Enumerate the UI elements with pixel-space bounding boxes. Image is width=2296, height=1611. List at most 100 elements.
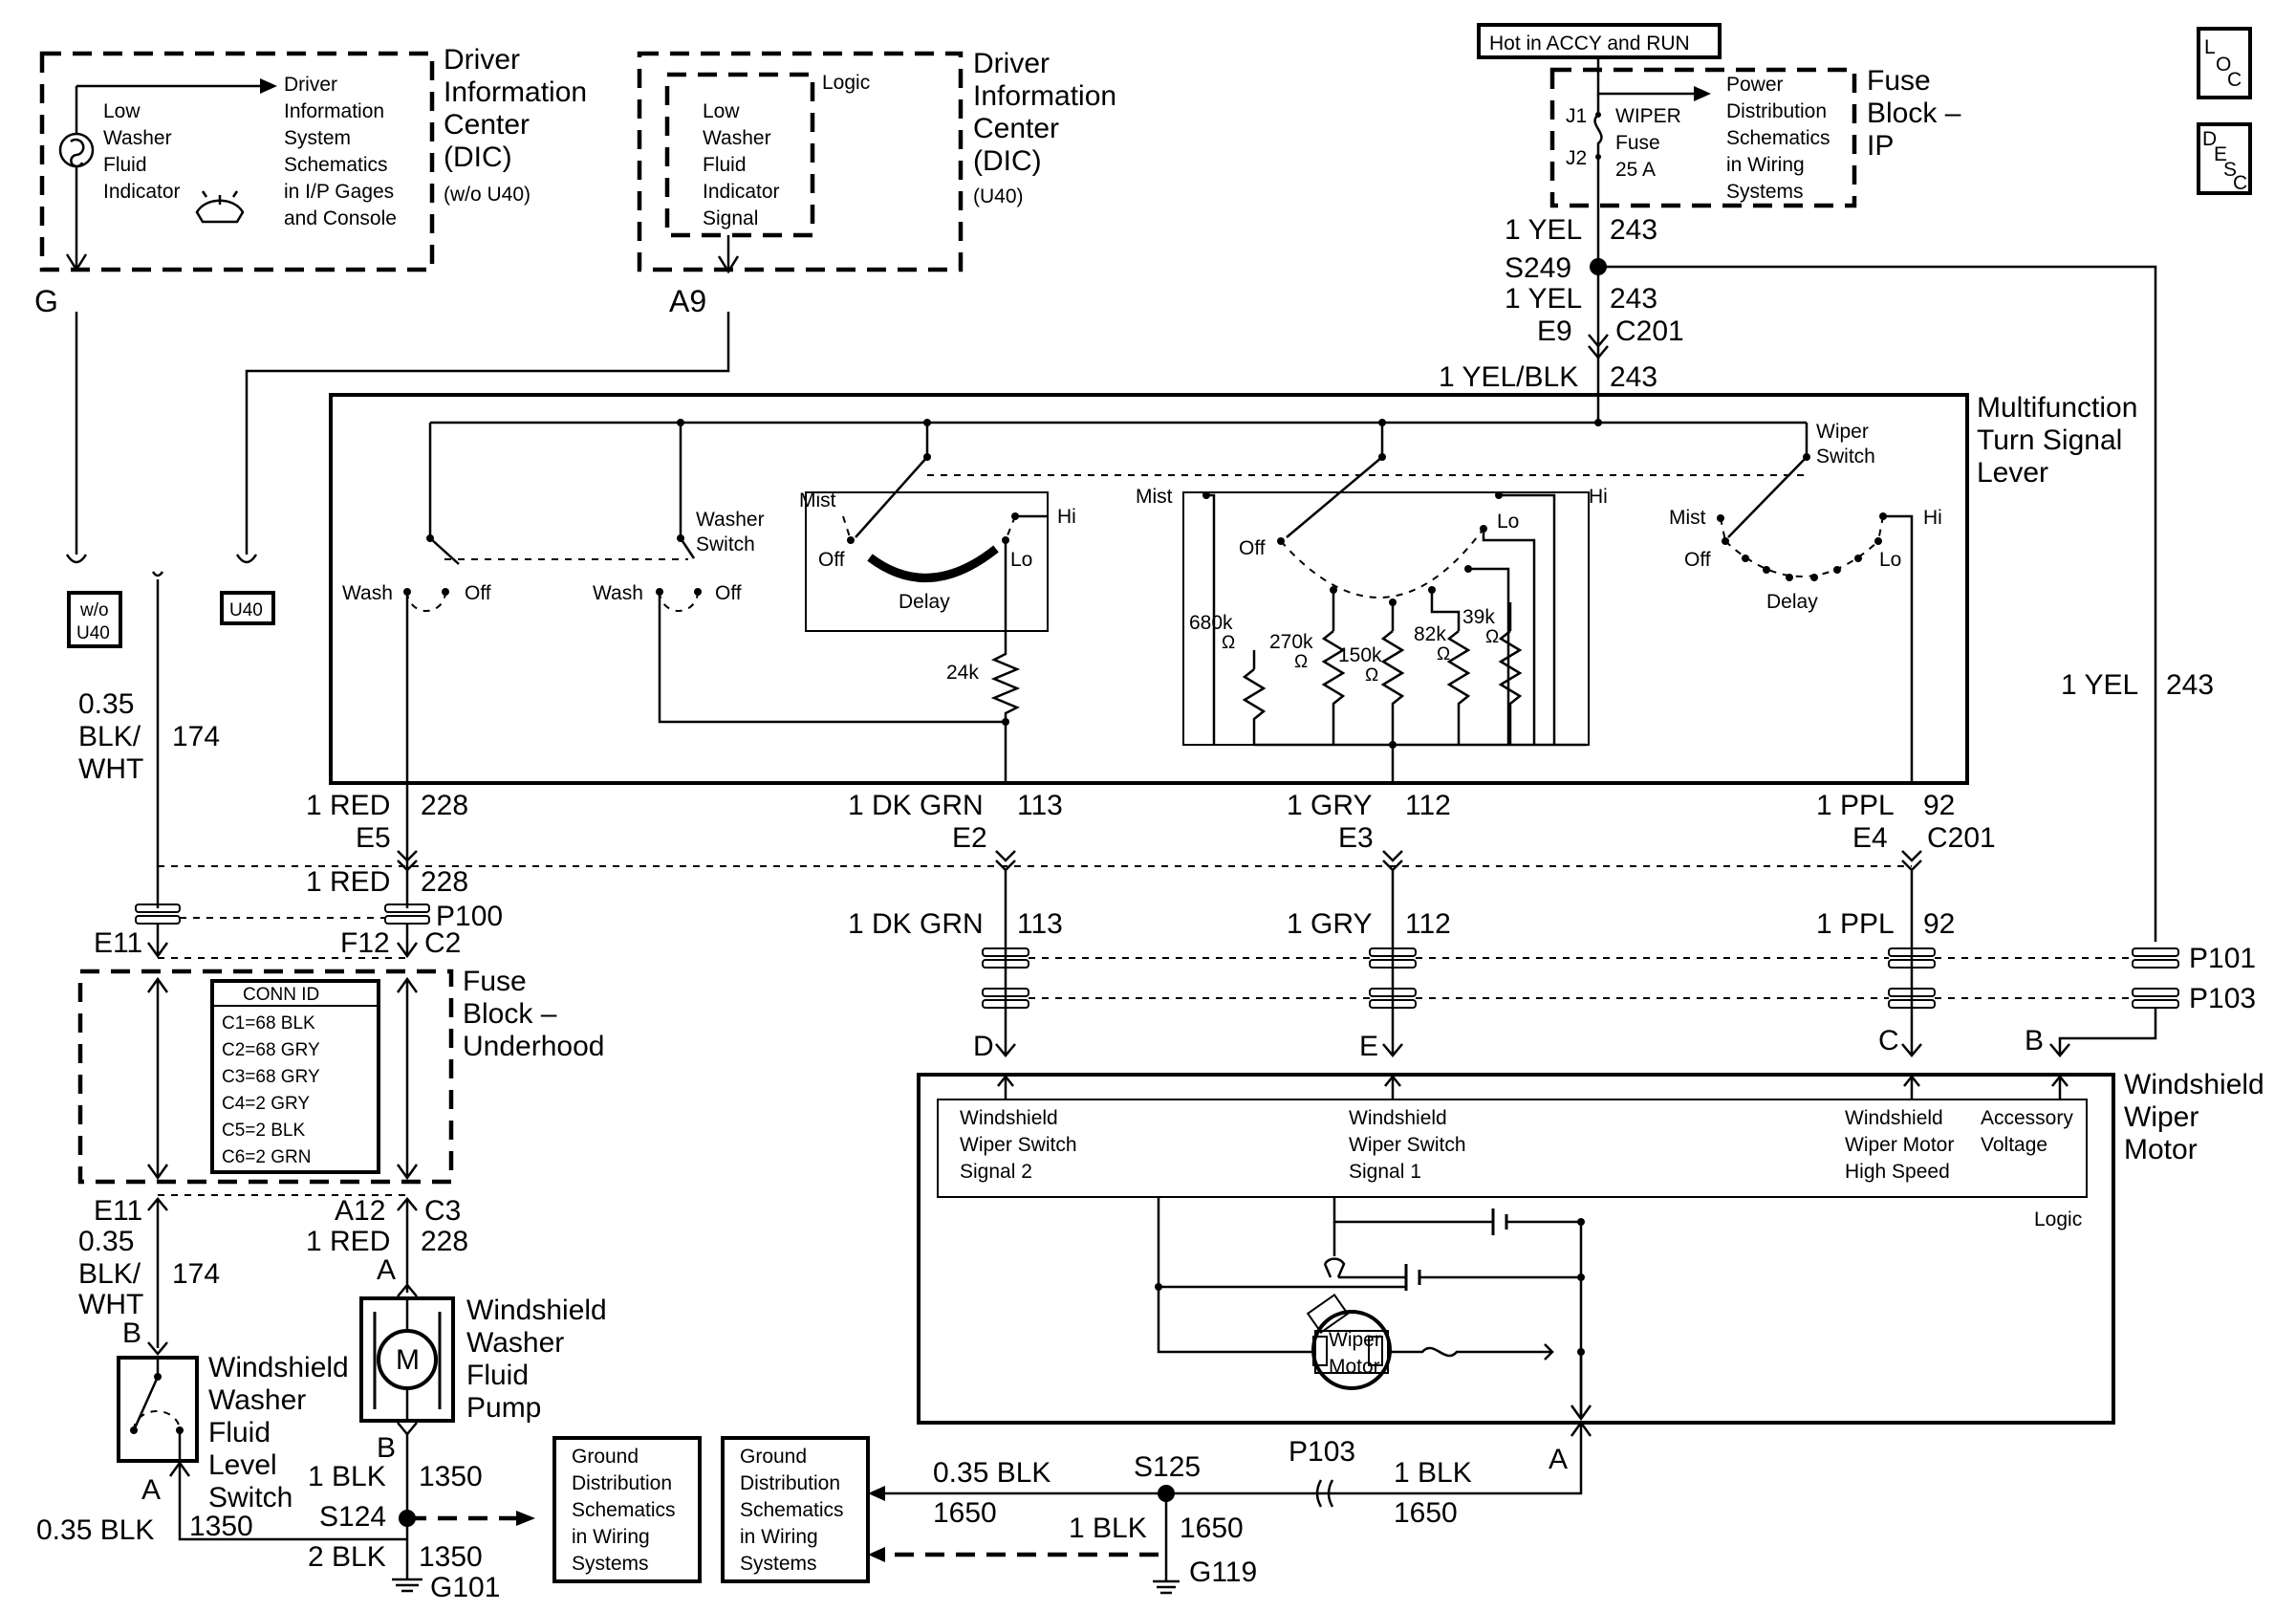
svg-text:1 BLK: 1 BLK [1394,1457,1472,1489]
svg-text:Fluid: Fluid [208,1417,271,1448]
svg-text:Signal 2: Signal 2 [960,1161,1032,1183]
svg-text:Voltage: Voltage [1981,1134,2047,1156]
svg-text:Windshield: Windshield [1845,1107,1943,1129]
svg-text:B: B [377,1432,396,1464]
loc-button[interactable]: L O C [2197,27,2252,99]
svg-text:System: System [284,127,351,149]
svg-text:1 PPL: 1 PPL [1816,908,1895,940]
svg-text:Accessory: Accessory [1981,1107,2073,1129]
svg-text:C: C [2233,172,2247,194]
svg-text:WHT: WHT [78,1289,143,1320]
svg-text:Washer: Washer [466,1327,564,1359]
svg-text:D: D [973,1031,994,1062]
svg-text:M: M [396,1344,420,1376]
svg-text:Windshield: Windshield [2124,1069,2264,1100]
svg-text:A: A [377,1254,396,1286]
svg-text:Indicator: Indicator [103,181,181,203]
svg-text:Wiper Switch: Wiper Switch [960,1134,1077,1156]
svg-text:Wiper: Wiper [1329,1329,1381,1351]
svg-text:Fuse: Fuse [1867,65,1931,97]
svg-text:0.35: 0.35 [78,1226,134,1257]
svg-text:C2: C2 [424,927,461,959]
svg-text:Ground: Ground [740,1446,807,1468]
svg-text:Hi: Hi [1923,507,1942,529]
svg-text:w/o: w/o [79,600,109,620]
svg-text:Off: Off [465,582,491,604]
svg-text:O: O [2216,54,2231,76]
svg-text:CONN ID: CONN ID [243,985,319,1005]
svg-text:Lo: Lo [1010,549,1032,571]
desc-button[interactable]: D E S C [2197,122,2252,195]
svg-text:1650: 1650 [1394,1497,1458,1529]
svg-text:C3: C3 [424,1195,461,1227]
svg-text:0.35: 0.35 [78,688,134,720]
svg-text:112: 112 [1405,908,1451,940]
svg-text:E5: E5 [356,822,391,854]
svg-text:IP: IP [1867,130,1894,162]
svg-text:228: 228 [421,866,468,898]
svg-text:F12: F12 [340,927,390,959]
svg-text:1 BLK: 1 BLK [1069,1513,1147,1544]
svg-text:A9: A9 [669,284,706,318]
svg-text:Systems: Systems [740,1553,817,1575]
svg-text:Mist: Mist [1136,486,1173,508]
svg-text:S125: S125 [1134,1451,1201,1483]
svg-text:Power: Power [1726,74,1784,96]
svg-text:U40: U40 [229,600,263,620]
svg-text:Delay: Delay [1766,591,1818,613]
svg-text:243: 243 [1610,361,1657,393]
svg-text:G: G [34,284,58,318]
svg-text:1 DK GRN: 1 DK GRN [848,908,984,940]
svg-text:Indicator: Indicator [703,181,780,203]
svg-text:E2: E2 [952,822,987,854]
svg-text:2 BLK: 2 BLK [308,1541,386,1573]
svg-text:Hi: Hi [1057,506,1076,528]
svg-text:Distribution: Distribution [572,1472,672,1494]
svg-text:A: A [1549,1444,1568,1475]
svg-text:C5=2 BLK: C5=2 BLK [222,1121,305,1141]
svg-text:Off: Off [1239,537,1266,559]
svg-text:Off: Off [1684,549,1711,571]
svg-text:Mist: Mist [799,490,836,512]
svg-text:1 DK GRN: 1 DK GRN [848,790,984,821]
svg-text:J1: J1 [1566,105,1587,127]
svg-text:Switch: Switch [208,1482,292,1513]
svg-text:P103: P103 [2189,983,2256,1014]
svg-text:Block –: Block – [1867,98,1961,129]
svg-text:Wiper Motor: Wiper Motor [1845,1134,1954,1156]
svg-text:Low: Low [103,100,141,122]
dic-wo-u40-module: Driver Information Center (DIC) (w/o U40… [34,44,587,318]
svg-text:S124: S124 [319,1501,386,1533]
svg-text:150k: 150k [1338,644,1382,666]
svg-text:228: 228 [421,1226,468,1257]
svg-text:Hot in ACCY and RUN: Hot in ACCY and RUN [1489,33,1690,54]
svg-text:BLK/: BLK/ [78,721,141,752]
svg-text:Driver: Driver [444,44,520,76]
multifunction-lever: Multifunction Turn Signal Lever Wash Off… [329,354,2137,785]
svg-text:Off: Off [818,549,845,571]
svg-text:Fuse: Fuse [1615,132,1660,154]
svg-text:Motor: Motor [1329,1356,1380,1378]
fuse-block-ip: Hot in ACCY and RUN Fuse Block – IP J1 J… [1477,23,1961,208]
svg-text:Schematics: Schematics [284,154,388,176]
svg-text:Windshield: Windshield [466,1295,607,1326]
svg-text:C3=68 GRY: C3=68 GRY [222,1067,320,1087]
svg-text:in I/P Gages: in I/P Gages [284,181,394,203]
wiper-motor: Windshield Wiper Motor Windshield Wiper … [917,1069,2264,1425]
svg-text:1 PPL: 1 PPL [1816,790,1895,821]
svg-text:270k: 270k [1269,631,1313,653]
svg-text:Switch: Switch [1816,446,1875,468]
svg-text:0.35 BLK: 0.35 BLK [36,1514,154,1546]
ground-s124: 1 BLK 1350 S124 0.35 BLK 1350 2 BLK 1350… [36,1434,535,1603]
svg-text:Fluid: Fluid [103,154,147,176]
svg-text:P103: P103 [1289,1436,1355,1468]
p100-connector: P100 E11 F12 C2 [94,901,503,959]
svg-text:E9: E9 [1537,316,1572,347]
svg-text:Windshield: Windshield [208,1352,349,1383]
svg-text:Underhood: Underhood [463,1031,604,1062]
svg-text:WHT: WHT [78,753,143,785]
svg-text:113: 113 [1017,908,1063,940]
svg-text:Center: Center [973,113,1059,144]
svg-text:G119: G119 [1189,1557,1257,1588]
